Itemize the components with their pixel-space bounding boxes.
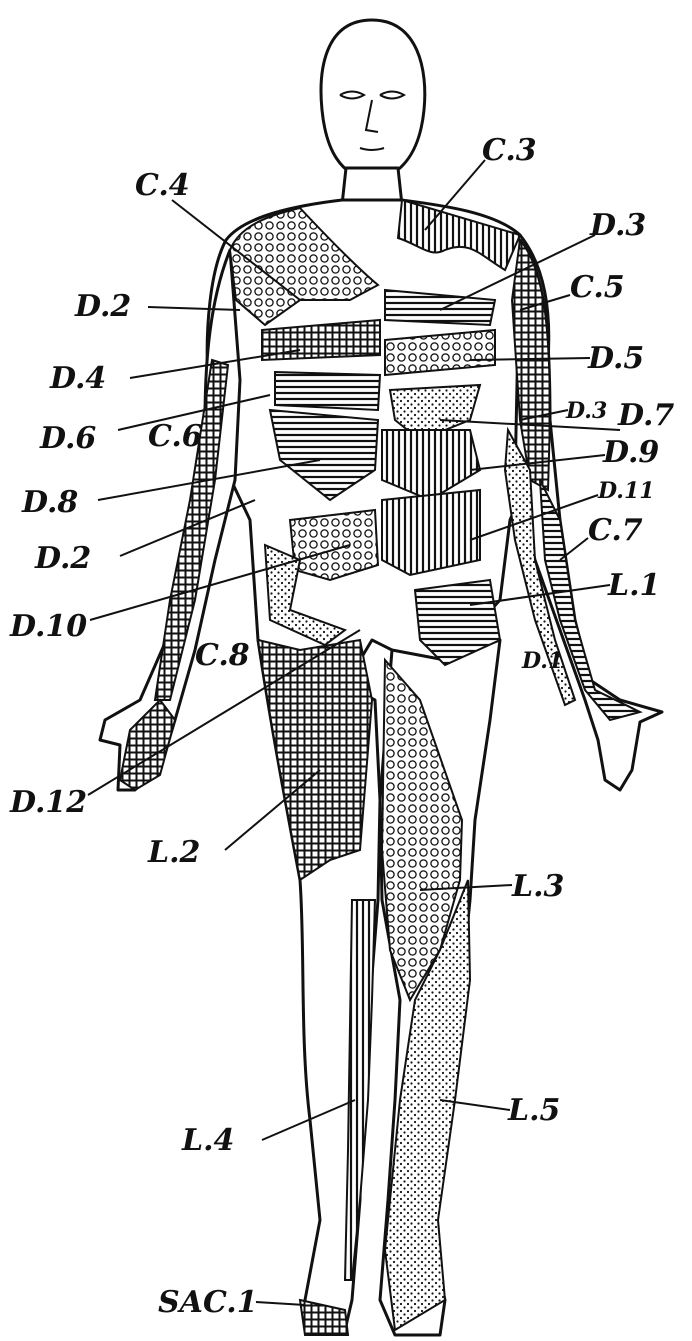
label-d2a: D.2	[74, 289, 131, 324]
label-d11: D.11	[597, 478, 655, 504]
label-d7: D.7	[617, 398, 674, 433]
label-d12: D.12	[9, 785, 87, 820]
label-c6: C.6	[148, 419, 203, 454]
label-c7: C.7	[588, 513, 643, 548]
label-c8: C.8	[195, 638, 250, 673]
head	[321, 20, 425, 182]
label-d10: D.10	[9, 609, 87, 644]
label-c5: C.5	[570, 270, 625, 305]
label-d8: D.8	[21, 485, 78, 520]
label-l3: L.3	[511, 869, 564, 904]
label-c4: C.4	[135, 168, 190, 203]
region-l2	[258, 640, 372, 880]
region-d6	[275, 372, 380, 410]
label-d1: D.1	[521, 648, 563, 674]
label-d5: D.5	[587, 341, 644, 376]
label-sac1: SAC.1	[158, 1285, 258, 1320]
label-d3b: D.3	[565, 398, 607, 424]
label-d2b: D.2	[34, 541, 91, 576]
label-l5: L.5	[507, 1093, 560, 1128]
leader-sac1	[256, 1302, 305, 1305]
region-d11	[382, 490, 480, 575]
label-d6: D.6	[39, 421, 96, 456]
label-l2: L.2	[147, 835, 200, 870]
label-c3: C.3	[482, 133, 537, 168]
right-arm	[100, 250, 240, 790]
region-d10	[290, 510, 378, 580]
label-d3a: D.3	[589, 208, 646, 243]
label-d9: D.9	[602, 435, 659, 470]
label-l4: L.4	[181, 1123, 234, 1158]
label-l1: L.1	[607, 568, 660, 603]
label-d4: D.4	[49, 361, 106, 396]
